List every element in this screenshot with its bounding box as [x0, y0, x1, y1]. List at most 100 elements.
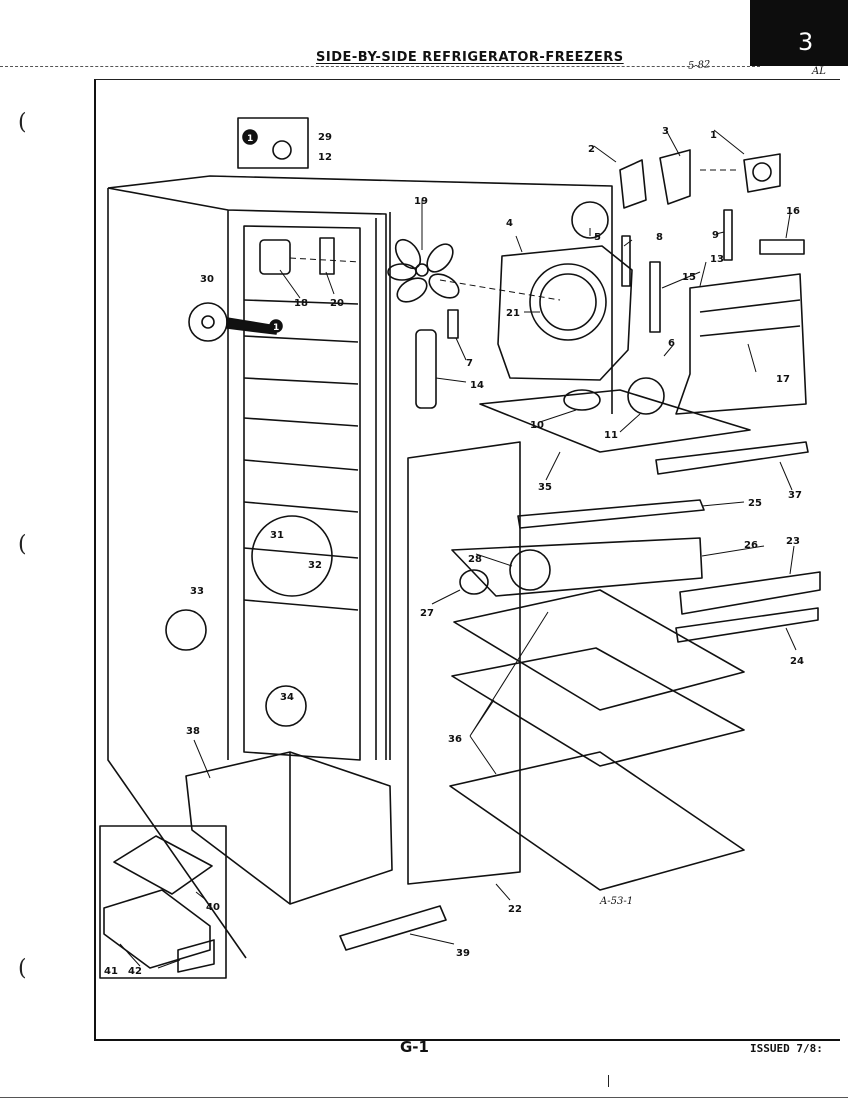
- page-number-tab: 3: [750, 0, 848, 66]
- label-part-34: 34: [280, 692, 294, 703]
- label-part-14: 14: [470, 380, 484, 391]
- part-8-strip: [621, 235, 631, 287]
- part-13-control-housing: [675, 273, 807, 415]
- part-41-ice-bin: [103, 889, 211, 969]
- label-part-3: 3: [662, 126, 669, 137]
- part-38-crisper-drawer: [185, 751, 393, 905]
- part-10-socket: [563, 389, 601, 411]
- detail-circle-31-32: [251, 515, 333, 597]
- part-7-spacer: [447, 309, 459, 339]
- label-part-42: 42: [128, 966, 142, 977]
- label-part-11: 11: [604, 430, 618, 441]
- part-37-vent: [655, 441, 809, 475]
- label-part-5: 5: [594, 232, 601, 243]
- detail-marker: 1: [247, 134, 253, 144]
- label-part-37: 37: [788, 490, 802, 501]
- label-part-2: 2: [588, 144, 595, 155]
- page-number: 3: [798, 28, 814, 56]
- label-part-9: 9: [712, 230, 719, 241]
- part-9-strip: [723, 209, 733, 261]
- label-part-21: 21: [506, 308, 520, 319]
- part-40-ice-tray: [113, 835, 213, 895]
- part-36-shelf: [453, 589, 745, 711]
- label-part-27: 27: [420, 608, 434, 619]
- label-part-17: 17: [776, 374, 790, 385]
- label-part-38: 38: [186, 726, 200, 737]
- part-26-light-cover: [451, 537, 703, 597]
- part-23-rail: [679, 571, 821, 615]
- detail-box: [237, 117, 309, 169]
- label-part-31: 31: [270, 530, 284, 541]
- footer-tick-mark: [608, 1075, 609, 1087]
- part-28-bulb: [509, 549, 551, 591]
- label-part-35: 35: [538, 482, 552, 493]
- part-20-bracket: [319, 237, 335, 275]
- diagram-frame: [94, 79, 840, 1041]
- label-part-13: 13: [710, 254, 724, 265]
- part-39-trim: [339, 905, 447, 951]
- liner-rails: [243, 299, 359, 611]
- label-part-6: 6: [668, 338, 675, 349]
- part-11-bulb: [627, 377, 665, 415]
- label-part-16: 16: [786, 206, 800, 217]
- part-25-rail: [517, 499, 705, 529]
- label-part-18: 18: [294, 298, 308, 309]
- part-1-light-socket: [743, 153, 781, 193]
- binder-hole-mark: (: [18, 110, 27, 135]
- cabinet-divider: [375, 212, 391, 760]
- label-part-25: 25: [748, 498, 762, 509]
- part-18-switch: [259, 239, 291, 275]
- label-part-19: 19: [414, 196, 428, 207]
- label-part-33: 33: [190, 586, 204, 597]
- part-27-socket: [459, 569, 489, 595]
- label-part-20: 20: [330, 298, 344, 309]
- label-part-29: 29: [318, 132, 332, 143]
- part-22-panel: [407, 441, 521, 885]
- detail-circle-30: [188, 302, 228, 342]
- label-part-1: 1: [710, 130, 717, 141]
- label-part-24: 24: [790, 656, 804, 667]
- part-21-fan-motor: [529, 263, 607, 341]
- part-4-motor-bracket: [497, 245, 633, 381]
- label-part-7: 7: [466, 358, 473, 369]
- label-part-22: 22: [508, 904, 522, 915]
- label-part-23: 23: [786, 536, 800, 547]
- part-14-bracket: [415, 329, 437, 409]
- handwritten-mark: AL: [812, 66, 826, 77]
- page-code: G-1: [400, 1038, 429, 1056]
- page-title: SIDE-BY-SIDE REFRIGERATOR-FREEZERS: [316, 50, 624, 65]
- label-part-8: 8: [656, 232, 663, 243]
- part-2-cover: [619, 159, 647, 209]
- part-15-strip: [649, 261, 661, 333]
- part-42-handle: [177, 939, 215, 973]
- detail-circle-33: [165, 609, 207, 651]
- header-rule: [0, 66, 760, 67]
- binder-hole-mark: (: [18, 532, 27, 557]
- part-19-fan-blade: [387, 238, 460, 303]
- label-part-40: 40: [206, 902, 220, 913]
- issued-date: ISSUED 7/8:: [750, 1042, 823, 1055]
- label-part-30: 30: [200, 274, 214, 285]
- label-part-41: 41: [104, 966, 118, 977]
- drawing-ref: A-53-1: [599, 896, 633, 907]
- label-part-32: 32: [308, 560, 322, 571]
- part-36-shelf: [449, 751, 745, 891]
- part-24-vent: [675, 607, 819, 643]
- cabinet-liner: [243, 225, 361, 761]
- label-part-10: 10: [530, 420, 544, 431]
- bottom-rule: [0, 1097, 848, 1098]
- detail-marker: 1: [273, 323, 279, 333]
- part-36-shelf: [451, 647, 745, 767]
- inset-box-ice-tray: [99, 825, 227, 979]
- part-3-bracket: [659, 149, 691, 205]
- leader-lines: [119, 129, 797, 969]
- label-part-15: 15: [682, 272, 696, 283]
- label-part-12: 12: [318, 152, 332, 163]
- part-35-tray: [479, 389, 751, 453]
- label-part-36: 36: [448, 734, 462, 745]
- label-part-26: 26: [744, 540, 758, 551]
- label-part-28: 28: [468, 554, 482, 565]
- part-5-detail: [571, 201, 609, 239]
- detail-circle-34: [265, 685, 307, 727]
